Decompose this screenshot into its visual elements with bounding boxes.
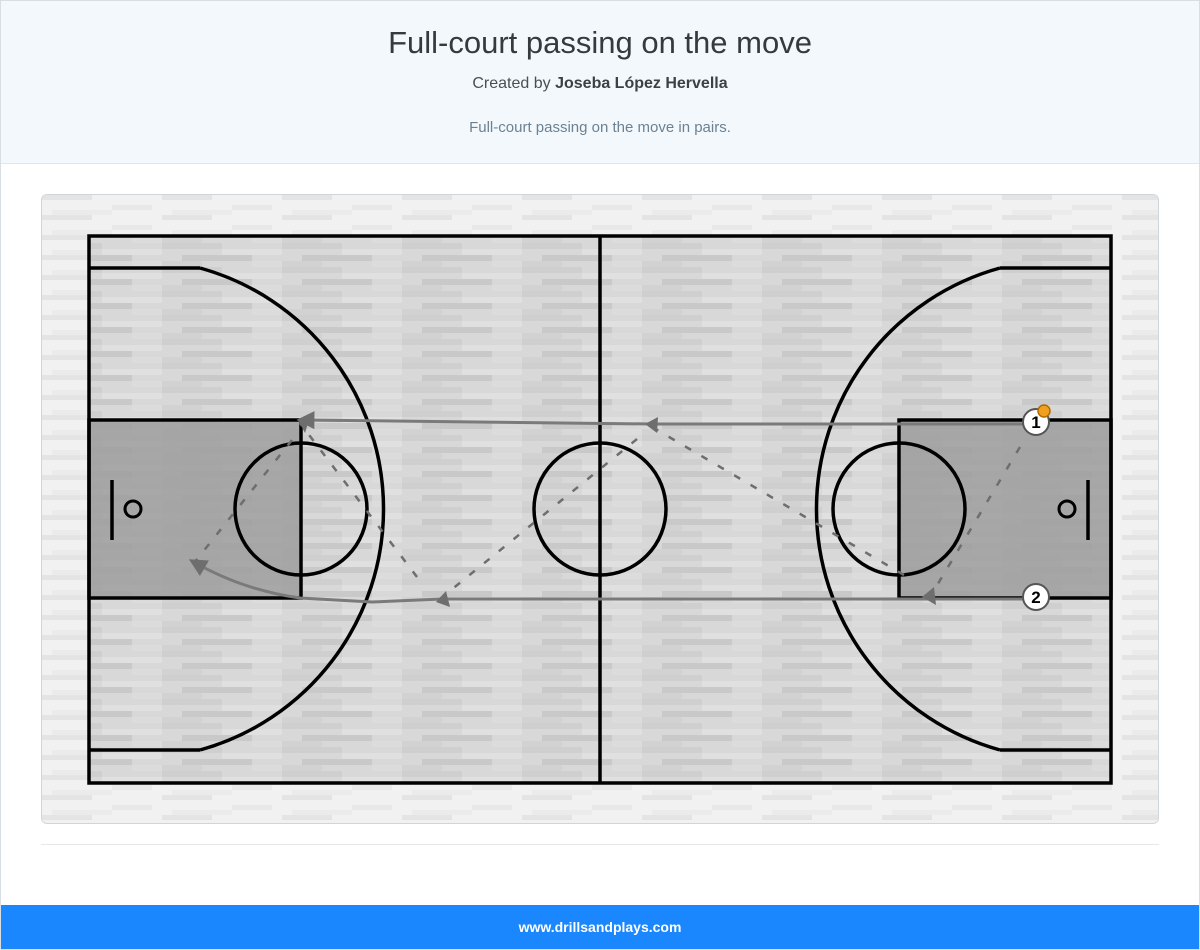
pass-1-to-2-c <box>193 439 293 564</box>
player-2-cut-path <box>188 559 1026 604</box>
footer-site-link[interactable]: www.drillsandplays.com <box>518 919 682 935</box>
player-1-label: 1 <box>1031 413 1040 432</box>
court-diagram: 1 2 <box>41 194 1159 824</box>
content-divider <box>41 844 1159 845</box>
pass-paths <box>193 422 1022 600</box>
drill-byline: Created by Joseba López Hervella <box>1 75 1199 93</box>
pass-1-to-2-b <box>439 438 638 600</box>
player-1[interactable]: 1 <box>1022 404 1051 436</box>
left-hoop <box>123 499 143 519</box>
drill-title: Full-court passing on the move <box>388 25 812 60</box>
left-paint <box>89 420 301 598</box>
byline-prefix: Created by <box>472 75 556 92</box>
drill-description: Full-court passing on the move in pairs. <box>469 119 731 136</box>
author-name: Joseba López Hervella <box>555 75 728 92</box>
pass-2-to-1-b <box>299 422 418 578</box>
player-2-marker <box>1022 583 1050 611</box>
right-paint <box>899 420 1111 598</box>
basketball-icon <box>1037 404 1051 418</box>
pass-arrowheads <box>298 417 936 607</box>
pass-2-to-1 <box>646 422 905 577</box>
site-footer[interactable]: www.drillsandplays.com <box>1 905 1199 949</box>
player-2-label: 2 <box>1031 588 1040 607</box>
court-svg: 1 2 <box>42 195 1158 823</box>
player-2[interactable]: 2 <box>1022 583 1050 611</box>
drill-header: Full-court passing on the move Created b… <box>1 1 1199 164</box>
right-hoop <box>1057 499 1077 519</box>
